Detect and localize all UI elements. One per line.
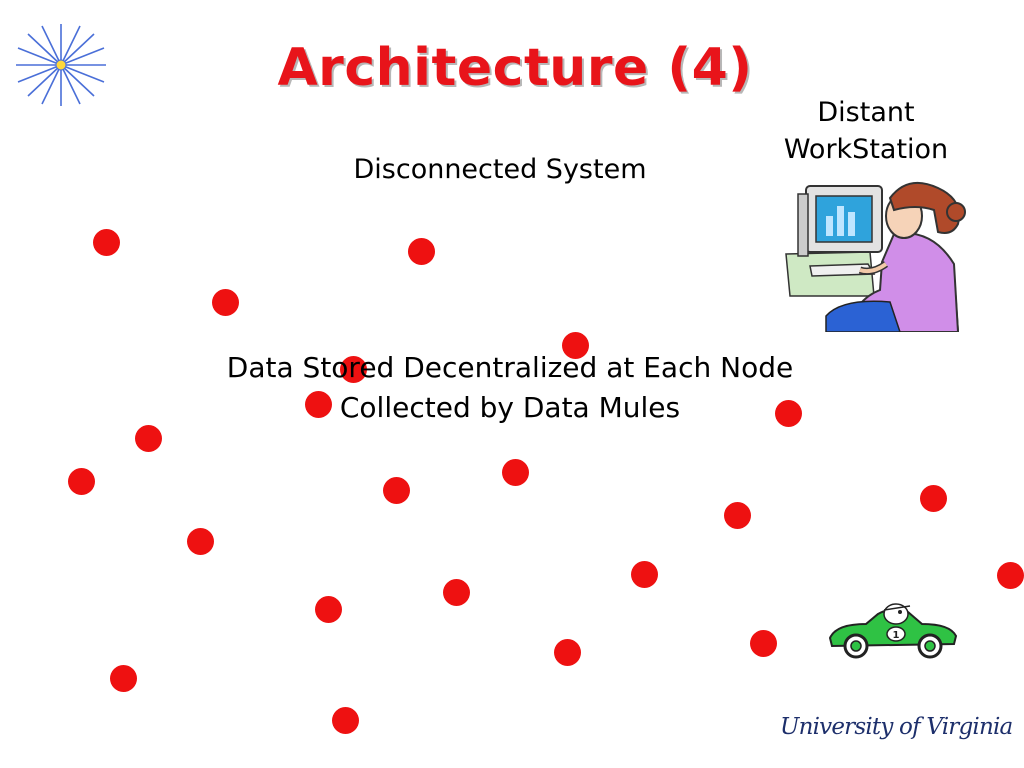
- sensor-node: [724, 502, 751, 529]
- workstation-label: Distant WorkStation: [752, 94, 980, 168]
- sensor-node: [631, 561, 658, 588]
- sensor-node: [920, 485, 947, 512]
- sensor-node: [212, 289, 239, 316]
- body-line-2: Collected by Data Mules: [339, 391, 681, 424]
- sensor-node: [340, 356, 367, 383]
- slide-subtitle: Disconnected System: [353, 154, 647, 185]
- sensor-node: [775, 400, 802, 427]
- data-mule-car-icon: 1: [828, 603, 958, 659]
- workstation-label-line2: WorkStation: [783, 134, 949, 165]
- slide-title: Architecture (4): [277, 38, 753, 98]
- sensor-node: [305, 391, 332, 418]
- sensor-node: [187, 528, 214, 555]
- star-icon: [16, 24, 106, 106]
- sensor-node: [332, 707, 359, 734]
- body-text: Data Stored Decentralized at Each Node C…: [160, 348, 860, 428]
- sensor-node: [383, 477, 410, 504]
- body-line-1: Data Stored Decentralized at Each Node: [226, 351, 794, 384]
- sensor-node: [110, 665, 137, 692]
- sensor-node: [68, 468, 95, 495]
- sensor-node: [750, 630, 777, 657]
- university-logo: University of Virginia: [780, 714, 1013, 740]
- sensor-node: [997, 562, 1024, 589]
- sensor-node: [135, 425, 162, 452]
- sensor-node: [315, 596, 342, 623]
- sensor-node: [554, 639, 581, 666]
- sensor-node: [93, 229, 120, 256]
- workstation-label-line1: Distant: [817, 97, 915, 128]
- sensor-node: [443, 579, 470, 606]
- sensor-node: [502, 459, 529, 486]
- sensor-node: [562, 332, 589, 359]
- sensor-node: [408, 238, 435, 265]
- svg-text:1: 1: [893, 630, 900, 641]
- workstation-icon: [785, 181, 966, 332]
